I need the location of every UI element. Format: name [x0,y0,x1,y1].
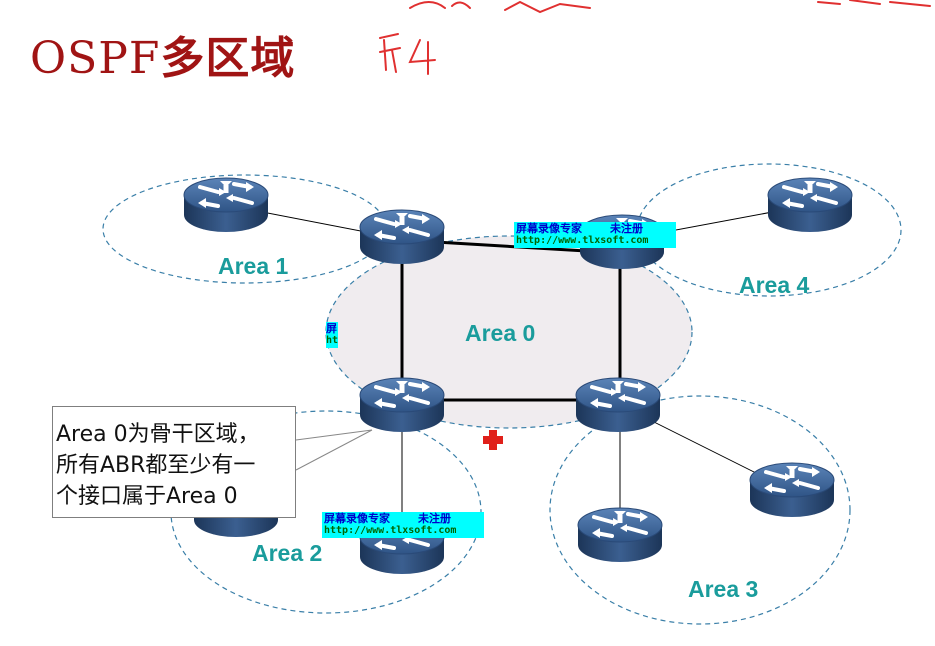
router-icon [574,376,662,434]
router-icon [358,208,446,266]
callout-line: 个接口属于Area 0 [56,484,238,509]
area3-zone [549,395,851,625]
callout-box: Area 0为骨干区域， 所有ABR都至少有一 个接口属于Area 0 [52,406,296,518]
watermark-url: http://www.tlxsoft.com [324,525,457,536]
area0-label: Area 0 [465,320,536,346]
page-title: OSPF多区域 [30,22,295,86]
callout-line: Area 0为骨干区域， [56,422,260,447]
router-icon [358,376,446,434]
area3-label: Area 3 [688,576,759,602]
watermark-text: 屏 [326,322,337,335]
router-icon [182,176,270,234]
watermark-badge: 屏幕录像专家 未注册 http://www.tlxsoft.com [322,512,484,538]
callout-line: 所有ABR都至少有一 [56,453,256,478]
area4-label: Area 4 [739,272,810,298]
watermark-badge-partial: 屏 ht [326,322,338,348]
watermark-text: 屏幕录像专家 [324,512,390,525]
watermark-text: 屏幕录像专家 [516,222,582,235]
watermark-url: ht [326,335,338,346]
area2-label: Area 2 [252,540,323,566]
handwritten-annotation [379,0,931,75]
router-icon [766,176,854,234]
title-cjk: 多区域 [160,33,296,84]
watermark-text: 未注册 [418,512,451,525]
watermark-url: http://www.tlxsoft.com [516,235,649,246]
watermark-text: 未注册 [610,222,643,235]
area1-label: Area 1 [218,253,289,279]
watermark-badge: 屏幕录像专家 未注册 http://www.tlxsoft.com [514,222,676,248]
router-icon [748,461,836,519]
title-latin: OSPF [30,33,161,84]
router-icon [576,506,664,564]
red-cross-cursor-icon [483,430,503,450]
